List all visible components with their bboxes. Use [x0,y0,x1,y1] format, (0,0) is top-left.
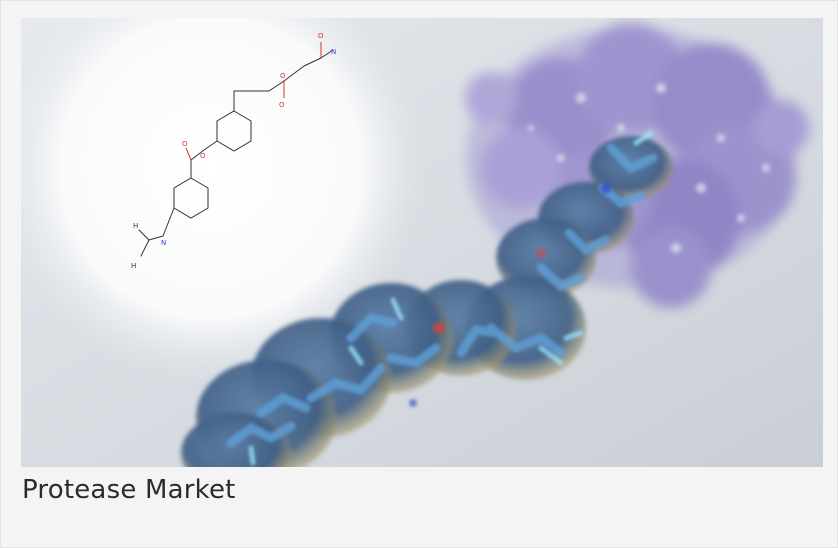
atom-label: O [279,101,285,109]
card-title[interactable]: Protease Market [22,475,236,505]
molecule-illustration-icon: O O O N O O N H H [21,18,823,467]
atom-label: O [318,32,324,40]
atom-label: O [182,140,188,148]
card-hero-image[interactable]: O O O N O O N H H [21,18,823,467]
atom-label: H [133,222,138,230]
atom-label: H [131,262,136,270]
atom-label: O [200,152,206,160]
atom-label: N [161,239,166,247]
atom-label: O [280,72,286,80]
atom-label: N [331,48,336,56]
